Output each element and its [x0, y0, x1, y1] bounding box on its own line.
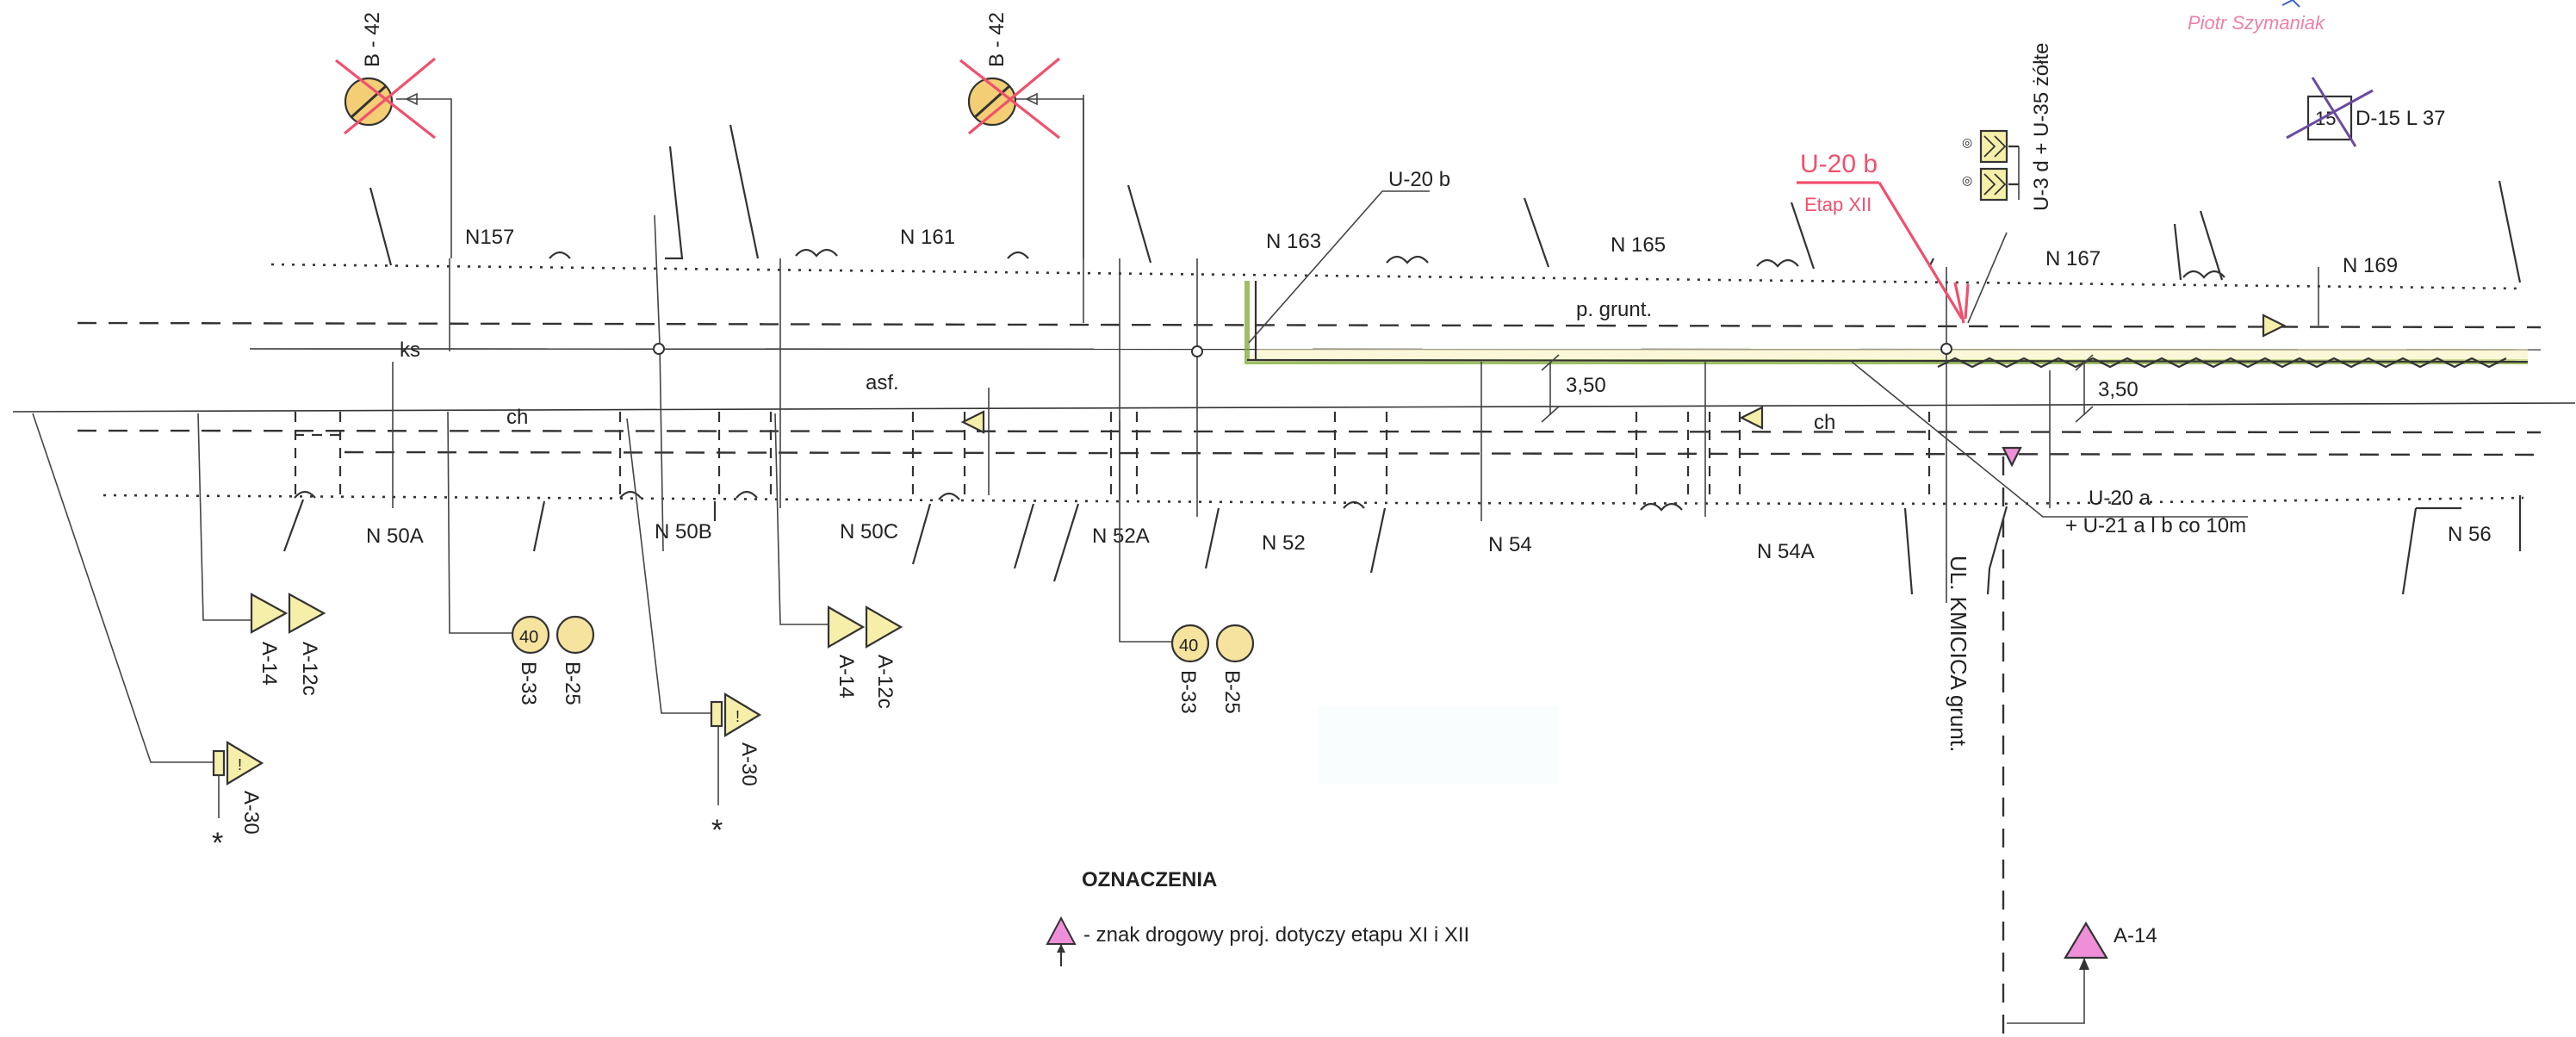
pink-sign-small [2002, 446, 2022, 468]
label-ch-2: ch [1814, 411, 1835, 434]
small-sign-1 [960, 410, 985, 434]
a14-label-1: A-14 [258, 642, 281, 686]
faint-stamp [1318, 706, 1559, 784]
a12c-label-2: A-12c [873, 655, 897, 709]
label-n54: N 54 [1488, 533, 1532, 556]
label-n52: N 52 [1262, 531, 1306, 555]
star-2: * [711, 814, 723, 847]
label-n163: N 163 [1266, 230, 1321, 253]
label-ks: ks [400, 338, 420, 362]
b33-label-2: B-33 [1176, 670, 1200, 714]
a14-label-2: A-14 [835, 655, 858, 699]
label-u20b: U-20 b [1388, 168, 1450, 191]
road-lines [12, 281, 2576, 506]
a14-a12c-pair-2: A-14 A-12c [774, 413, 903, 709]
label-n161: N 161 [900, 226, 955, 249]
a14-pink-label: A-14 [2114, 924, 2157, 947]
north-edge [270, 124, 2524, 290]
a30-label-1: A-30 [239, 791, 263, 835]
author-name: Piotr Szymaniak [2188, 12, 2325, 34]
a30-excl-1: ! [238, 756, 242, 773]
a14-a12c-pair-1: A-14 A-12c [197, 413, 326, 696]
label-n52a: N 52A [1092, 525, 1150, 548]
b25-label-2: B-25 [1220, 670, 1244, 714]
author-mark [2281, 0, 2300, 8]
label-u20a: U-20 a [2089, 487, 2151, 510]
legend-text: - znak drogowy proj. dotyczy etapu XI i … [1083, 923, 1470, 947]
b33-40-2: 40 [1179, 636, 1198, 655]
pink-sign-a14: A-14 [2007, 921, 2157, 1024]
red-annotation: U-20 b Etap XII [1797, 150, 1970, 324]
legend-pink-sign-icon [1046, 916, 1077, 966]
a12c-label-1: A-12c [298, 642, 321, 696]
plot-labels: N157 N 161 N 163 N 165 N 167 N 169 N 50A… [366, 107, 2492, 563]
legend: OZNACZENIA - znak drogowy proj. dotyczy … [1040, 866, 1643, 970]
b42-label-2: B - 42 [985, 12, 1009, 67]
a30-label-2: A-30 [737, 742, 760, 786]
b33-b25-pair-2: 40 B-33 B-25 [1119, 420, 1255, 714]
star-1: * [212, 827, 223, 860]
small-sign-2 [1739, 406, 1764, 430]
u20b-leader [1248, 190, 1430, 344]
label-n165: N 165 [1611, 233, 1666, 257]
b42-sign-1: B - 42 [335, 12, 452, 258]
reflector-2: ◎ [1962, 173, 1972, 187]
a30-excl-2: ! [736, 708, 740, 725]
u3d-u35-signs: ◎ ◎ [1962, 129, 2020, 324]
d15-sign: 15 [2286, 77, 2374, 147]
label-d15: D-15 L 37 [2356, 107, 2446, 130]
legend-title: OZNACZENIA [1082, 868, 1218, 891]
b42-label-1: B - 42 [361, 12, 384, 67]
red-label-etap: Etap XII [1804, 194, 1871, 215]
label-n167: N 167 [2045, 247, 2101, 270]
label-u21: + U-21 a l b co 10m [2065, 514, 2246, 537]
label-dim-1: 3,50 [1566, 374, 1606, 397]
b33-label-1: B-33 [517, 661, 540, 705]
label-u3d-u35: U-3 d + U-35 żółte [2030, 43, 2053, 211]
label-dim-2: 3,50 [2098, 378, 2138, 401]
label-n50b: N 50B [655, 520, 712, 543]
b42-sign-2: B - 42 [959, 12, 1084, 258]
label-street: UL. KMICICA grunt. [1946, 556, 1971, 752]
label-asf: asf. [866, 371, 899, 394]
u20a-leader [1851, 361, 2248, 518]
label-n169: N 169 [2343, 254, 2398, 277]
label-n54a: N 54A [1757, 540, 1815, 563]
label-n157: N157 [465, 226, 514, 249]
a30-sign-2: ! * A-30 [626, 418, 762, 847]
b33-b25-pair-1: 40 B-33 B-25 [447, 411, 595, 705]
b25-label-1: B-25 [561, 661, 584, 705]
reflector-1: ◎ [1962, 135, 1972, 149]
b33-40-1: 40 [519, 628, 538, 647]
label-p-grunt: p. grunt. [1576, 298, 1652, 321]
small-sign-3 [2262, 314, 2287, 338]
red-label-u20b: U-20 b [1800, 150, 1878, 178]
label-ch-1: ch [506, 406, 528, 429]
label-n50a: N 50A [366, 525, 424, 548]
label-n50c: N 50C [840, 520, 898, 543]
culverts [282, 412, 2522, 595]
label-n56: N 56 [2448, 523, 2492, 546]
a30-sign-1: ! * A-30 [32, 413, 264, 860]
